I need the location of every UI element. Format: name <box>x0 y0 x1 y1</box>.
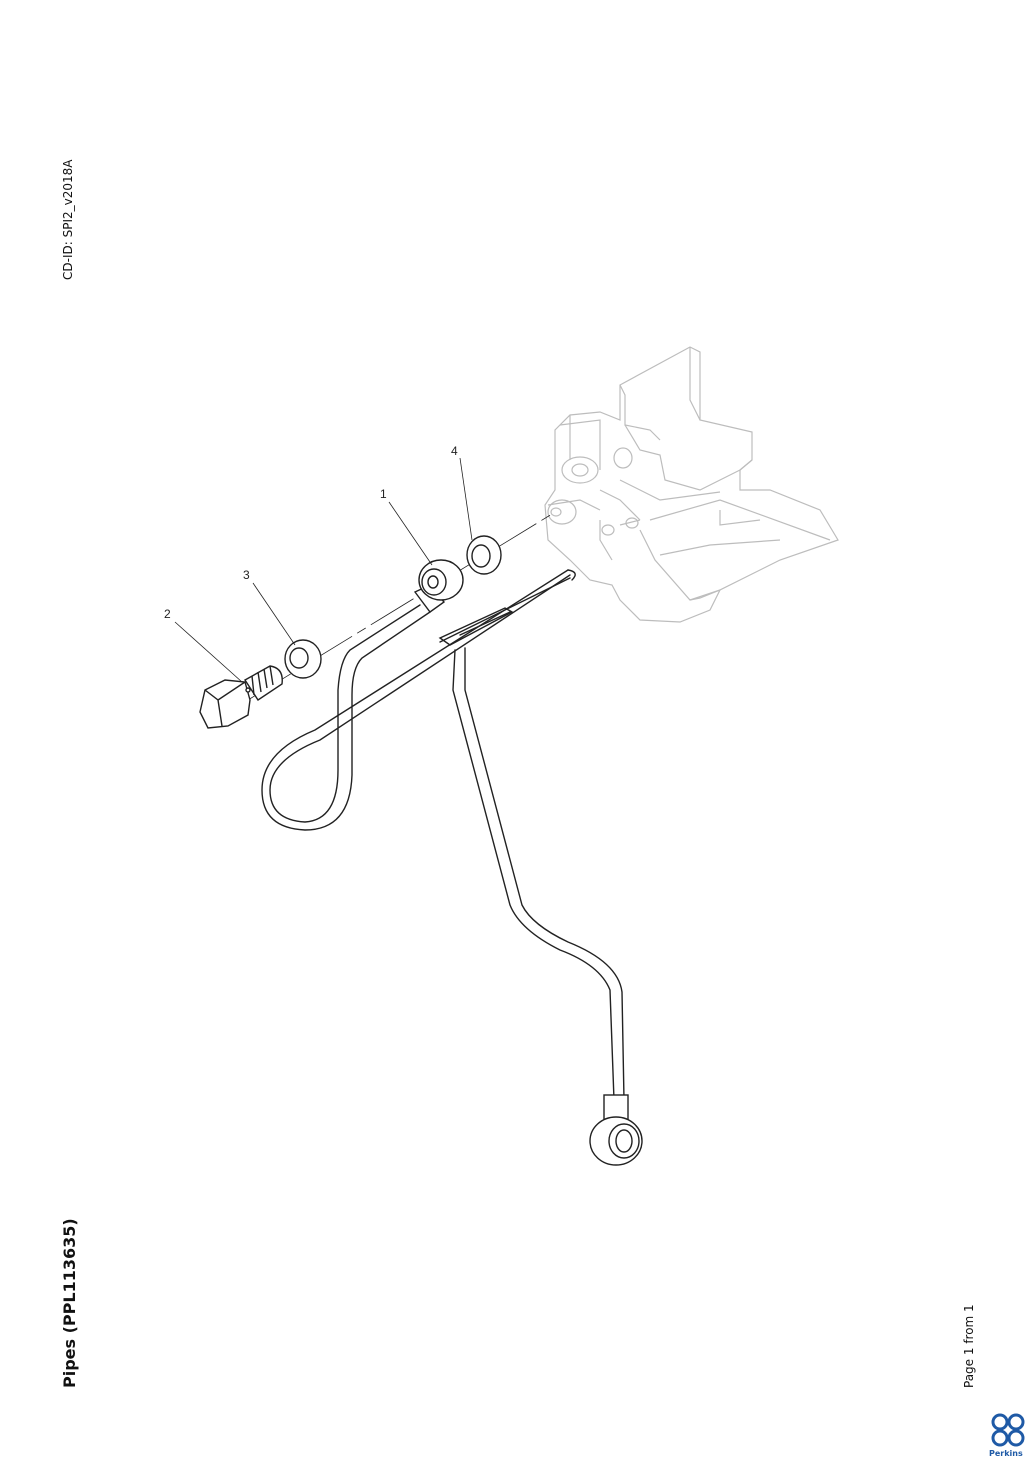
perkins-logo-icon <box>991 1413 1025 1447</box>
banjo-fitting <box>413 559 464 613</box>
lower-banjo-fitting <box>589 1094 643 1166</box>
washer-3 <box>284 639 322 679</box>
banjo-bolt <box>199 665 283 729</box>
fuel-pipe <box>261 569 625 1101</box>
callout-1: 1 <box>380 487 387 501</box>
callout-3: 3 <box>243 568 250 582</box>
engine-housing-outline <box>544 346 839 623</box>
washer-4 <box>466 535 502 575</box>
callout-2: 2 <box>164 607 171 621</box>
callout-leaders <box>174 457 473 683</box>
callout-4: 4 <box>451 444 458 458</box>
brand-name: Perkins <box>989 1449 1023 1458</box>
